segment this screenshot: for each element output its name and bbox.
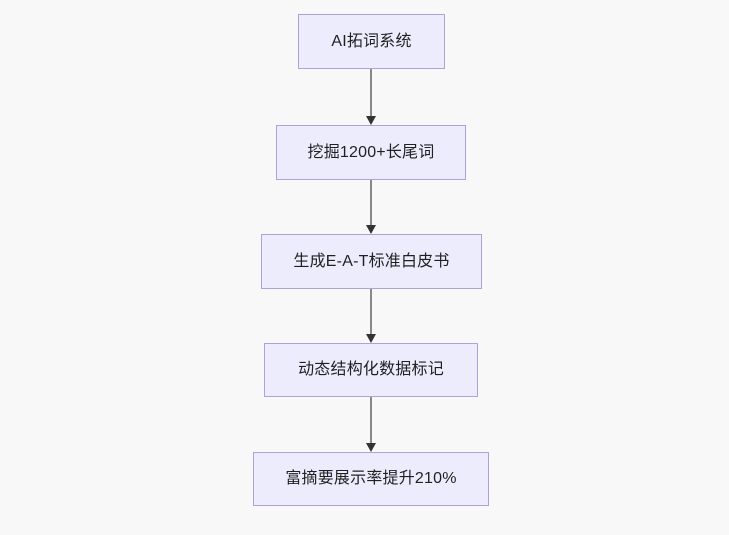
flow-node-label: 富摘要展示率提升210% <box>285 470 457 488</box>
flow-node-label: 挖掘1200+长尾词 <box>307 143 435 161</box>
flow-node-5[interactable]: 富摘要展示率提升210% <box>253 452 489 506</box>
flow-arrow-1 <box>366 69 376 125</box>
flow-arrow-2 <box>366 180 376 234</box>
arrow-head <box>366 225 376 234</box>
flow-node-4[interactable]: 动态结构化数据标记 <box>264 343 478 397</box>
arrow-head <box>366 334 376 343</box>
arrow-head <box>366 443 376 452</box>
flow-node-label: 生成E-A-T标准白皮书 <box>293 252 450 270</box>
flow-node-1[interactable]: AI拓词系统 <box>298 14 445 69</box>
flow-arrow-4 <box>366 397 376 452</box>
flow-node-3[interactable]: 生成E-A-T标准白皮书 <box>261 234 482 289</box>
flow-node-label: 动态结构化数据标记 <box>298 361 444 379</box>
flow-node-2[interactable]: 挖掘1200+长尾词 <box>276 125 466 180</box>
flow-node-label: AI拓词系统 <box>331 32 412 50</box>
flow-arrow-3 <box>366 289 376 343</box>
arrow-head <box>366 116 376 125</box>
